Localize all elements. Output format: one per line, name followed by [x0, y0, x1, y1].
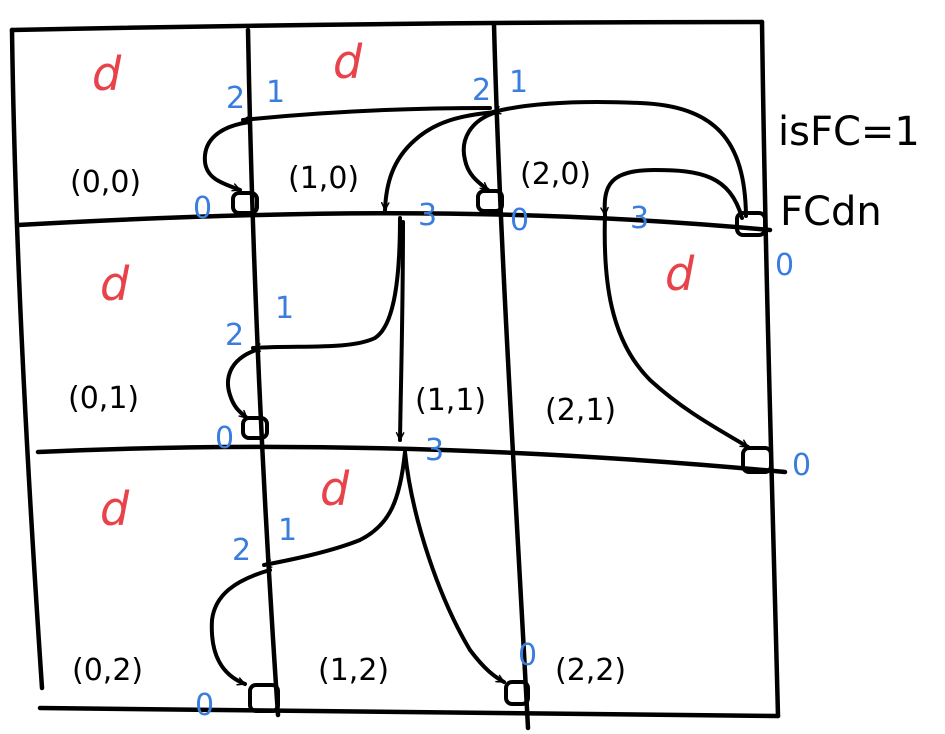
node-2-2: [504, 680, 530, 706]
port-1-0-3: 3: [418, 198, 437, 233]
grid-border-left: [9, 27, 45, 691]
fc-dn-annotation: FCdn: [780, 189, 882, 235]
grid-line-col-1: [245, 27, 281, 718]
arrow-2-0-to-2-1-node: [602, 213, 750, 449]
d-label-1-0: d: [333, 35, 363, 89]
d-label-0-2: d: [100, 482, 130, 536]
port-2-0-1: 1: [509, 65, 528, 100]
port-2-0-2: 2: [472, 73, 491, 108]
port-2-1-0: 0: [792, 448, 811, 483]
port-1-0-1: 1: [266, 75, 285, 110]
port-0-2-1: 1: [278, 513, 297, 548]
grid-line-row-2: [35, 444, 788, 475]
arrow-2-0-to-0-0-port: [241, 106, 492, 124]
arrow-1-0-to-1-1: [395, 220, 405, 442]
d-label-0-1: d: [100, 257, 130, 311]
arrow-1-1-to-0-2: [262, 450, 407, 568]
arrow-2-0-to-node-2-0: [461, 110, 499, 192]
node-0-0: [231, 191, 259, 215]
port-2-0-3: 3: [630, 201, 649, 236]
port-0-2-2: 2: [232, 533, 251, 568]
cell-coord-0-1: (0,1): [68, 381, 139, 416]
port-0-1-1: 1: [275, 291, 294, 326]
arrow-1-0-to-0-1: [251, 216, 402, 352]
nodes: [231, 189, 773, 713]
port-fc-0: 0: [775, 248, 794, 283]
arrow-0-1-to-node-0-1: [226, 348, 258, 420]
d-label-2-0: d: [665, 247, 695, 301]
grid-border-top: [9, 19, 765, 33]
port-2-2-0: 0: [518, 638, 537, 673]
cell-coords: (0,0) (1,0) (2,0) (0,1) (1,1) (2,1) (0,2…: [68, 157, 626, 688]
port-1-1-3: 3: [425, 433, 444, 468]
node-0-1: [241, 416, 269, 440]
is-fc-annotation: isFC=1: [778, 109, 920, 155]
arrow-0-2-to-node-0-2: [209, 568, 272, 686]
cell-coord-2-1: (2,1): [545, 393, 616, 428]
arrow-1-1-to-2-2: [403, 450, 506, 684]
port-2-0-0: 0: [510, 203, 529, 238]
cell-coord-1-0: (1,0): [288, 161, 359, 196]
grid: [9, 19, 788, 731]
arrow-fc-to-2-0: [491, 100, 748, 218]
cell-coord-2-2: (2,2): [555, 653, 626, 688]
grid-border-bottom: [37, 705, 781, 719]
node-2-1: [741, 446, 773, 474]
cell-coord-1-2: (1,2): [318, 653, 389, 688]
port-0-1-0: 0: [215, 421, 234, 456]
d-labels: d d d d d d: [92, 35, 695, 536]
grid-line-col-2: [491, 22, 531, 731]
cell-coord-2-0: (2,0): [520, 157, 591, 192]
node-2-0: [476, 189, 504, 213]
cell-coord-0-0: (0,0): [70, 165, 141, 200]
node-fc: [735, 211, 767, 237]
cell-coord-1-1: (1,1): [415, 383, 486, 418]
cell-coord-0-2: (0,2): [72, 653, 143, 688]
port-labels: 0 2 1 3 2 1 0 3 0 2 1 0 3 0 2 1 0 0: [193, 65, 811, 723]
port-0-2-0: 0: [195, 688, 214, 723]
grid-line-row-1: [15, 211, 773, 233]
arrow-fc-to-2-1: [600, 168, 744, 220]
node-0-2: [248, 683, 280, 713]
grid-border-right: [759, 19, 781, 719]
port-0-1-2: 2: [225, 318, 244, 353]
port-1-0-2: 2: [226, 81, 245, 116]
arrows: [202, 100, 750, 686]
arrow-2-0-to-1-0: [380, 110, 499, 212]
port-0-0-0: 0: [193, 191, 212, 226]
d-label-1-1: d: [320, 462, 350, 516]
arrow-1-0-to-node-0-0: [202, 120, 252, 192]
d-label-0-0: d: [92, 47, 122, 101]
